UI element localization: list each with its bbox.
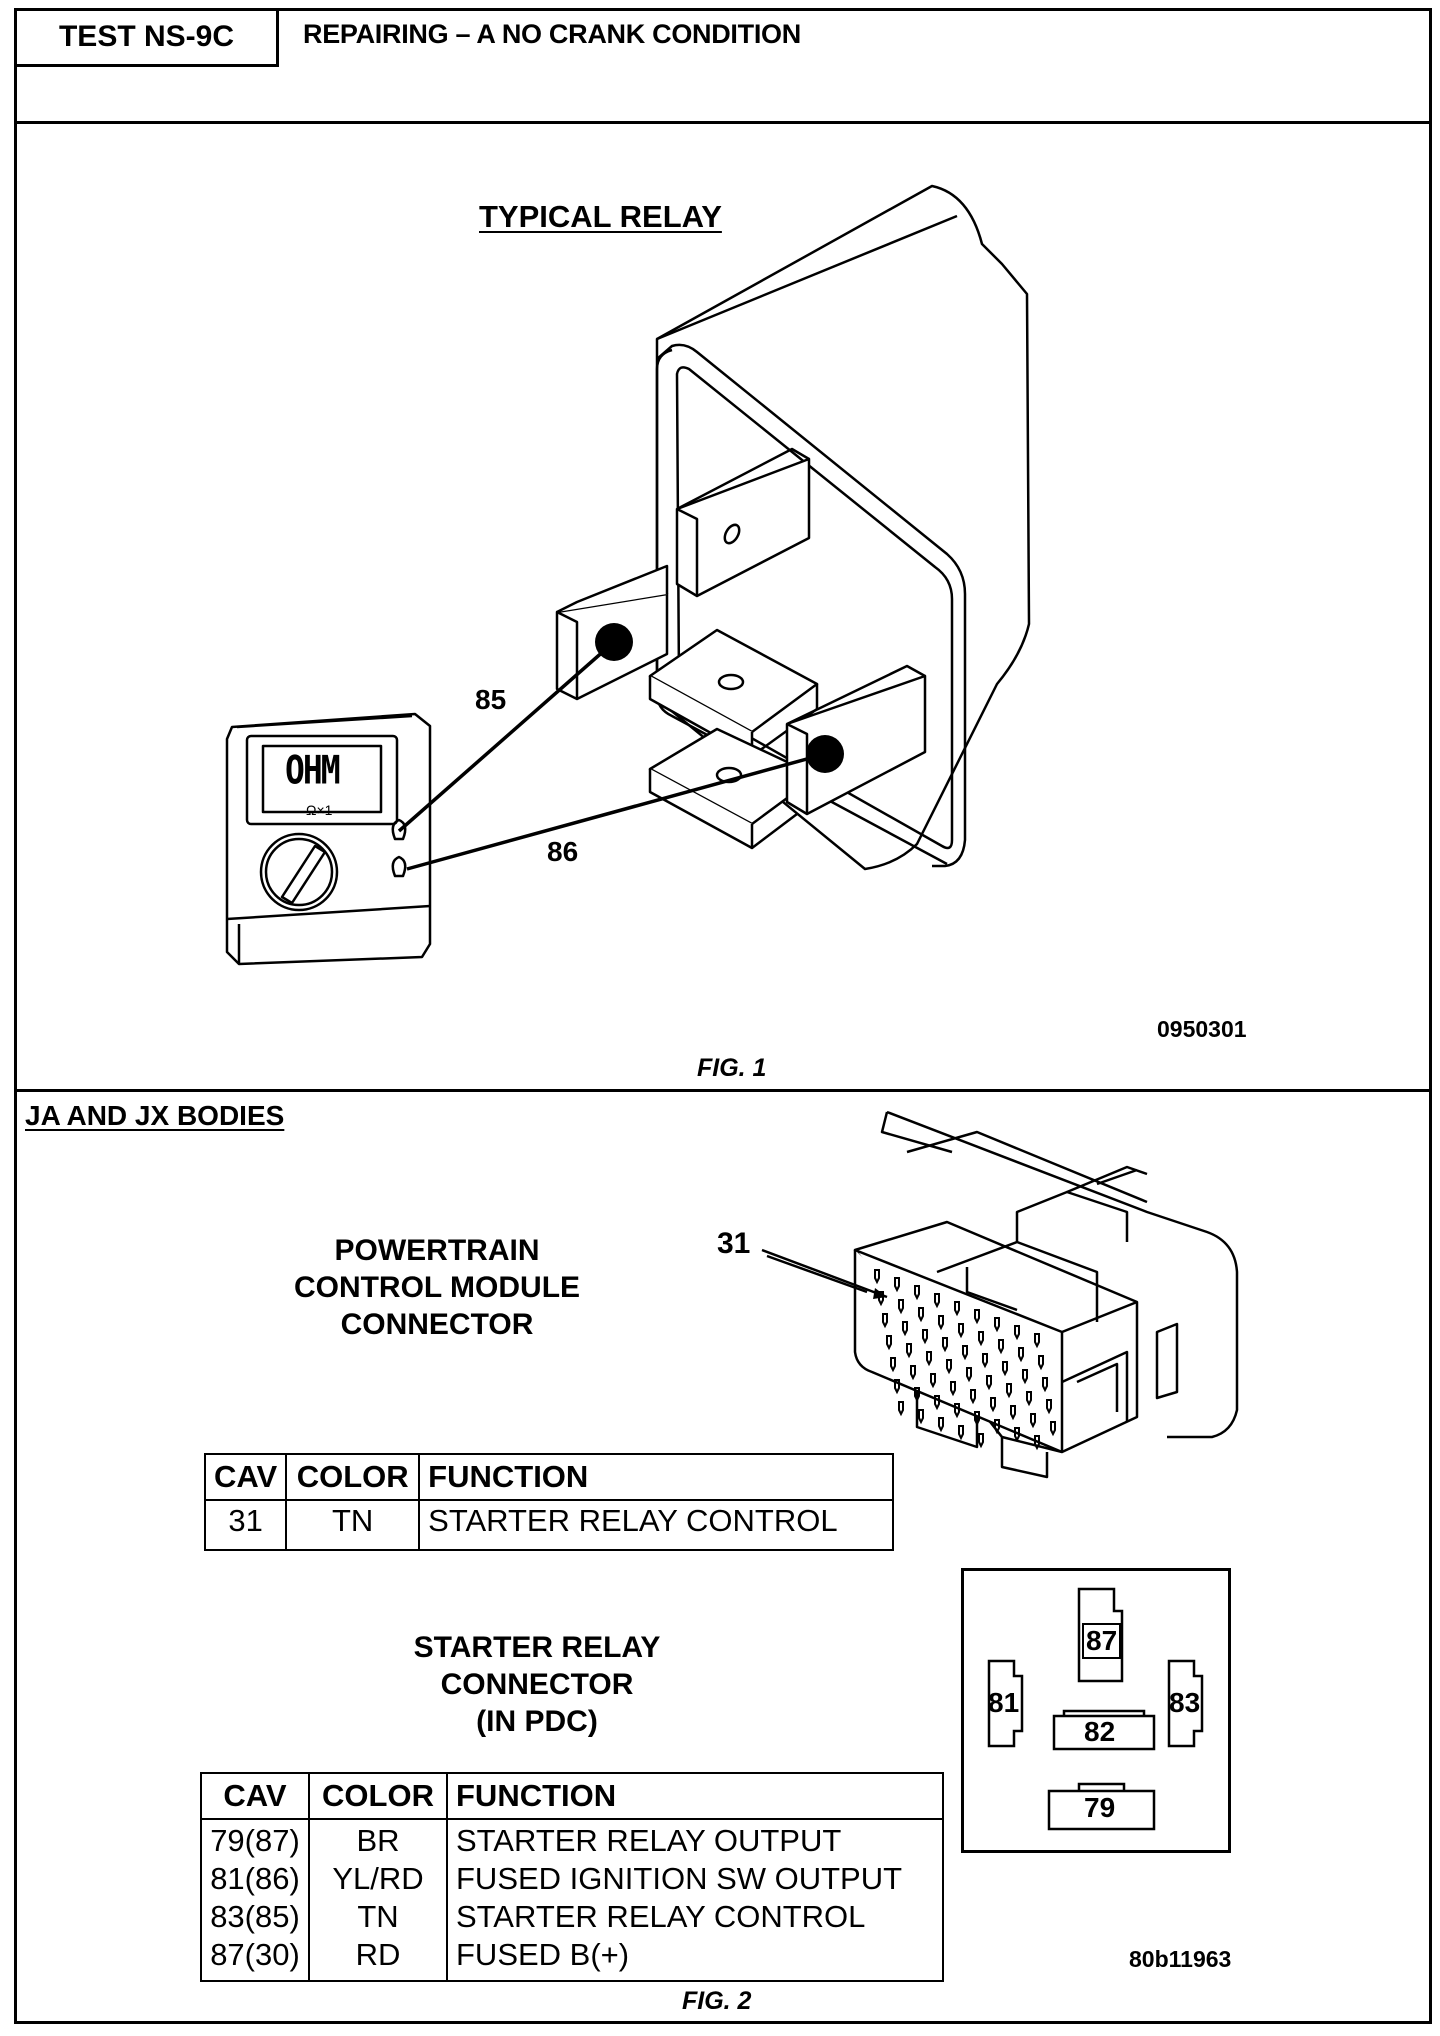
connector-pin xyxy=(1034,1333,1040,1349)
connector-pin xyxy=(934,1395,940,1411)
pcm-connector-diagram xyxy=(761,1110,1239,1479)
starter-relay-connector-title: STARTER RELAY CONNECTOR (IN PDC) xyxy=(413,1631,661,1738)
figure-2-section: JA AND JX BODIES POWERTRAIN CONTROL MODU… xyxy=(17,1092,1429,2021)
connector-pin xyxy=(918,1307,924,1323)
connector-pin xyxy=(982,1353,988,1369)
cavity-79: 79 xyxy=(1084,1792,1116,1823)
connector-pin xyxy=(918,1409,924,1425)
header-cav: CAV xyxy=(200,1772,310,1820)
cavity-82: 82 xyxy=(1084,1716,1116,1747)
connector-pin xyxy=(954,1301,960,1317)
figure-1-image-code: 0950301 xyxy=(1157,1016,1247,1042)
connector-pin xyxy=(1010,1405,1016,1421)
connector-pin xyxy=(958,1425,964,1441)
connector-pin xyxy=(1022,1369,1028,1385)
terminal-86-label: 86 xyxy=(547,836,579,867)
pcm-connector-table: CAV COLOR FUNCTION 31 TN STARTER RELAY C… xyxy=(203,1453,894,1551)
connector-pin xyxy=(1014,1427,1020,1443)
test-id: TEST NS-9C xyxy=(17,11,279,67)
connector-pin xyxy=(950,1381,956,1397)
header-color: COLOR xyxy=(285,1453,421,1501)
cavity-81: 81 xyxy=(988,1687,1020,1718)
pcm-connector-title: POWERTRAIN CONTROL MODULE CONNECTOR xyxy=(293,1234,581,1341)
connector-pin xyxy=(974,1309,980,1325)
connector-pin xyxy=(926,1351,932,1367)
connector-pin xyxy=(966,1367,972,1383)
connector-pin xyxy=(914,1285,920,1301)
connector-pin xyxy=(978,1331,984,1347)
terminal-85-label: 85 xyxy=(475,684,507,715)
figure-2-caption: FIG. 2 xyxy=(682,1987,752,2015)
connector-pin xyxy=(874,1269,880,1285)
connector-pin xyxy=(878,1291,884,1307)
figure-1-caption: FIG. 1 xyxy=(697,1054,767,1082)
connector-pin xyxy=(994,1419,1000,1435)
connector-pin xyxy=(886,1335,892,1351)
connector-pin xyxy=(1030,1413,1036,1429)
connector-pin xyxy=(894,1277,900,1293)
connector-pin xyxy=(894,1379,900,1395)
document-page: TEST NS-9C REPAIRING – A NO CRANK CONDIT… xyxy=(14,8,1432,2024)
connector-pin xyxy=(882,1313,888,1329)
connector-pin xyxy=(970,1389,976,1405)
connector-pin xyxy=(1014,1325,1020,1341)
connector-pin xyxy=(898,1299,904,1315)
connector-pin xyxy=(942,1337,948,1353)
connector-pin xyxy=(1006,1383,1012,1399)
pdc-cavity-diagram: 87 81 82 83 79 xyxy=(961,1568,1231,1853)
figure-2-image-code: 80b11963 xyxy=(1129,1946,1232,1972)
connector-pin xyxy=(994,1317,1000,1333)
connector-pin xyxy=(962,1345,968,1361)
connector-pin xyxy=(1046,1399,1052,1415)
connector-pin xyxy=(974,1411,980,1427)
header-function: FUNCTION xyxy=(418,1453,894,1501)
cavity-87: 87 xyxy=(1082,1623,1122,1659)
relay-diagram xyxy=(225,184,1031,966)
connector-pin xyxy=(934,1293,940,1309)
connector-pin xyxy=(898,1401,904,1417)
connector-pin xyxy=(1038,1355,1044,1371)
connector-pin xyxy=(938,1417,944,1433)
connector-pin xyxy=(910,1365,916,1381)
connector-pin xyxy=(954,1403,960,1419)
connector-pin xyxy=(1050,1421,1056,1437)
connector-pin xyxy=(990,1397,996,1413)
connector-pin xyxy=(906,1343,912,1359)
connector-pin xyxy=(902,1321,908,1337)
figure-1-section: TYPICAL RELAY xyxy=(17,124,1429,1092)
meter-display: OHM xyxy=(285,746,341,793)
table-row: 31 TN STARTER RELAY CONTROL xyxy=(203,1499,894,1551)
pcm-callout-31: 31 xyxy=(717,1227,751,1260)
starter-relay-table: CAV COLOR FUNCTION 79(87) 81(86) 83(85) … xyxy=(200,1772,944,1982)
connector-pin xyxy=(986,1375,992,1391)
meter-range-label: Ω×1 xyxy=(306,802,333,818)
header-function: FUNCTION xyxy=(446,1772,944,1820)
header-color: COLOR xyxy=(308,1772,448,1820)
connector-pin xyxy=(1018,1347,1024,1363)
connector-pin xyxy=(1002,1361,1008,1377)
table-row: 79(87) 81(86) 83(85) 87(30) BR YL/RD TN … xyxy=(200,1818,944,1982)
connector-pin xyxy=(998,1339,1004,1355)
section-title: JA AND JX BODIES xyxy=(25,1100,285,1131)
connector-pin xyxy=(890,1357,896,1373)
connector-pin xyxy=(1042,1377,1048,1393)
connector-pin xyxy=(930,1373,936,1389)
connector-pin xyxy=(922,1329,928,1345)
cavity-83: 83 xyxy=(1169,1687,1201,1718)
connector-pin xyxy=(1026,1391,1032,1407)
connector-pin xyxy=(914,1387,920,1403)
page-header: TEST NS-9C REPAIRING – A NO CRANK CONDIT… xyxy=(17,11,1429,124)
test-title: REPAIRING – A NO CRANK CONDITION xyxy=(303,19,801,49)
connector-pin xyxy=(938,1315,944,1331)
connector-pin xyxy=(958,1323,964,1339)
figure-1-title: TYPICAL RELAY xyxy=(479,199,722,234)
connector-pin xyxy=(978,1433,984,1449)
header-cav: CAV xyxy=(203,1453,288,1501)
connector-pin xyxy=(1034,1435,1040,1451)
connector-pin xyxy=(946,1359,952,1375)
